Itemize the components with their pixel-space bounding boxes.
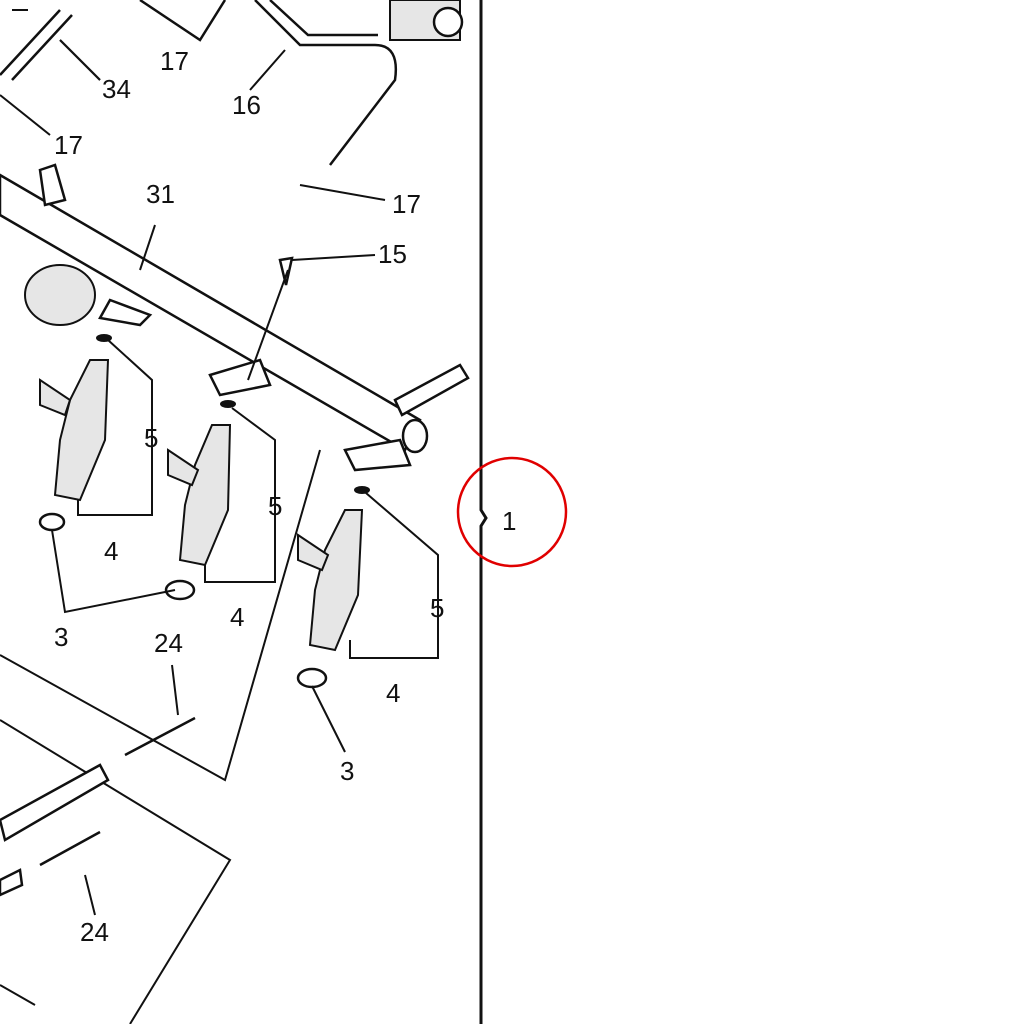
callout-15: 15 — [378, 239, 407, 269]
callout-4: 4 — [230, 602, 244, 632]
callout-5: 5 — [268, 491, 282, 521]
hose-parts — [0, 0, 464, 166]
callout-17: 17 — [160, 46, 189, 76]
injectors — [38, 256, 370, 689]
callout-3: 3 — [54, 622, 68, 652]
pressure-regulator — [24, 264, 96, 326]
bracket-line — [479, 0, 488, 1024]
callout-34: 34 — [102, 74, 131, 104]
callout-16: 16 — [232, 90, 261, 120]
callout-5: 5 — [144, 423, 158, 453]
callout-4: 4 — [386, 678, 400, 708]
callout-24: 24 — [154, 628, 183, 658]
fuel-rail — [0, 163, 470, 472]
callout-3: 3 — [340, 756, 354, 786]
callout-24: 24 — [80, 917, 109, 947]
highlight-circle — [456, 456, 568, 568]
callout-31: 31 — [146, 179, 175, 209]
callout-17: 17 — [392, 189, 421, 219]
callout-5: 5 — [430, 593, 444, 623]
callout-1: 1 — [502, 506, 516, 536]
callout-17: 17 — [54, 130, 83, 160]
callout-4: 4 — [104, 536, 118, 566]
leader-lines — [0, 39, 439, 1024]
